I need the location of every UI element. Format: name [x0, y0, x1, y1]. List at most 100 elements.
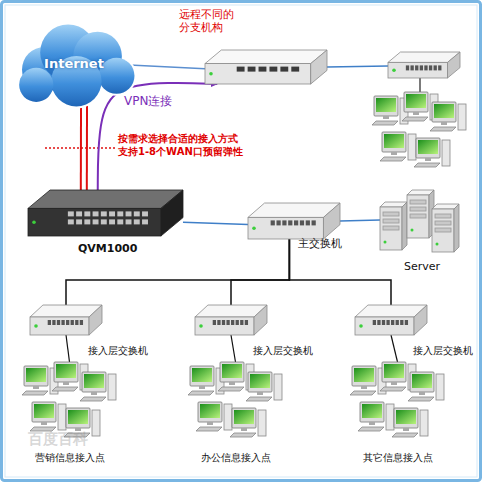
- pc-screen: [84, 374, 104, 388]
- device-port: [222, 320, 225, 325]
- pc-keyboard: [358, 427, 384, 431]
- pc-screen: [396, 410, 416, 424]
- pc-tower: [408, 134, 416, 160]
- device-port: [420, 65, 423, 70]
- pc-stand: [419, 392, 425, 395]
- link-line: [183, 222, 248, 224]
- device-port: [68, 219, 74, 224]
- pc-screen: [362, 404, 382, 418]
- server-bay: [410, 200, 426, 204]
- watermark: 百度百科: [28, 430, 118, 449]
- device-port: [66, 320, 69, 325]
- pc-monitor: [198, 402, 222, 422]
- pc-monitor: [66, 408, 90, 428]
- pc-screen: [376, 98, 396, 112]
- device-port: [48, 320, 51, 325]
- network-node: 接入层交换机: [30, 305, 102, 335]
- status-led: [384, 241, 387, 244]
- pc-keyboard: [380, 387, 406, 391]
- pc-keyboard: [350, 391, 376, 395]
- pc-screen: [354, 368, 374, 382]
- network-node: 接入层交换机: [195, 305, 267, 335]
- pc-monitor: [352, 366, 376, 386]
- network-link: [231, 335, 236, 362]
- node-shape: [350, 362, 445, 444]
- pc-tower: [436, 374, 444, 400]
- network-link: [231, 239, 289, 305]
- shape-group: [28, 190, 183, 236]
- device-icons: [372, 52, 466, 167]
- pc-stand: [207, 422, 213, 425]
- pc-monitor: [190, 366, 214, 386]
- network-link: [66, 239, 289, 305]
- pc-tower: [108, 374, 116, 400]
- device-port: [280, 67, 288, 72]
- pc-stand: [413, 112, 419, 115]
- device-port: [84, 211, 90, 216]
- pc-tower: [274, 374, 282, 400]
- node-shape: [188, 362, 283, 444]
- device-port: [306, 220, 310, 225]
- pc-tower: [58, 404, 66, 430]
- network-node: Server: [380, 188, 462, 252]
- device-port: [424, 65, 427, 70]
- server-front: [432, 209, 454, 252]
- status-led: [392, 68, 396, 72]
- shape-group: [188, 362, 282, 437]
- pc-tower: [442, 140, 450, 166]
- pc-screen: [384, 134, 404, 148]
- node-label: 营销信息接入点: [14, 452, 125, 464]
- pc-monitor: [220, 362, 244, 382]
- device-port: [271, 220, 275, 225]
- device-port: [117, 219, 123, 224]
- device-port: [61, 320, 64, 325]
- server-bay: [383, 219, 399, 223]
- node-label: Server: [404, 260, 464, 273]
- device-port: [236, 320, 239, 325]
- device-port: [80, 320, 83, 325]
- pc-keyboard: [372, 121, 398, 125]
- device-port: [109, 219, 115, 224]
- device-port: [226, 320, 229, 325]
- device-front: [388, 62, 448, 78]
- server-bay: [435, 221, 451, 225]
- device-front: [195, 317, 254, 335]
- network-node: QVM1000: [28, 190, 183, 236]
- device-port: [429, 65, 432, 70]
- device-port: [434, 65, 437, 70]
- device-port: [438, 65, 441, 70]
- pc-screen: [200, 404, 220, 418]
- pc-monitor: [54, 362, 78, 382]
- pc-screen: [68, 410, 88, 424]
- device-port: [377, 320, 380, 325]
- pc-keyboard: [230, 433, 256, 437]
- server-bay: [410, 207, 426, 211]
- pc-stand: [391, 152, 397, 155]
- server-bay: [383, 212, 399, 216]
- shape-group: [30, 305, 102, 335]
- pc-monitor: [360, 402, 384, 422]
- server-bay: [435, 228, 451, 232]
- pc-stand: [229, 382, 235, 385]
- device-port: [217, 320, 220, 325]
- pc-keyboard: [402, 117, 428, 121]
- status-led: [252, 226, 256, 230]
- device-port: [282, 220, 286, 225]
- device-port: [71, 320, 74, 325]
- pc-stand: [241, 428, 247, 431]
- device-port: [237, 67, 245, 72]
- link-line: [66, 335, 70, 362]
- pc-screen: [56, 364, 76, 378]
- status-led: [209, 72, 213, 76]
- network-node: Internet: [15, 20, 133, 110]
- network-link: [66, 335, 70, 362]
- node-shape: [28, 190, 183, 236]
- node-label: 办公信息接入点: [180, 452, 291, 464]
- pc-monitor: [394, 408, 418, 428]
- device-port: [400, 320, 403, 325]
- device-front: [205, 64, 311, 84]
- pc-screen: [192, 368, 212, 382]
- device-side: [323, 203, 340, 239]
